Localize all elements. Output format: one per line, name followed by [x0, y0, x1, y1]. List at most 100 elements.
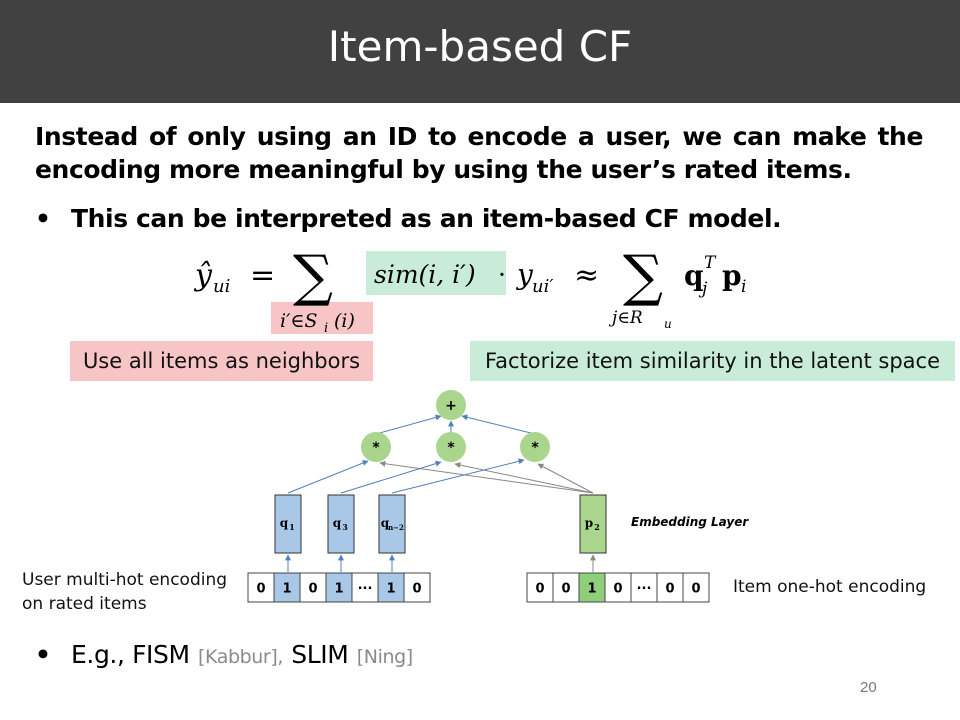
- user-vector: 0 1 0 1 ··· 1 0: [247, 572, 431, 603]
- user-vector-cell: [299, 572, 327, 603]
- bullet-dot-2: •: [35, 640, 51, 669]
- embedding-p2: [579, 494, 607, 554]
- embedding-qn: [378, 494, 406, 554]
- mult-node-2-label: *: [447, 440, 455, 456]
- item-vector-cell: [682, 572, 710, 603]
- intro-line-2: encoding more meaningful by using the us…: [35, 155, 852, 184]
- q-sub: j: [698, 279, 708, 299]
- callout-all-items: Use all items as neighbors: [70, 341, 373, 381]
- intro-paragraph: Instead of only using an ID to encode a …: [35, 120, 923, 186]
- slide-header: Item-based CF: [0, 0, 960, 103]
- examples-prefix: E.g.,: [71, 640, 133, 669]
- slide-title: Item-based CF: [327, 22, 633, 71]
- item-vector-cell-value: 1: [587, 582, 596, 597]
- embedding-q1-sub: 1: [289, 522, 295, 532]
- item-vector-cell-value: ···: [637, 582, 652, 597]
- user-vector-cell-value: 1: [282, 582, 291, 597]
- callout-factorize: Factorize item similarity in the latent …: [470, 341, 955, 381]
- formula-lhs-sub: ui: [213, 276, 230, 297]
- embedding-layer-label: Embedding Layer: [631, 515, 749, 529]
- arrow-p2-mult1: [379, 460, 594, 494]
- bullet-dot: •: [35, 204, 51, 233]
- item-vector-cell: [578, 572, 606, 603]
- item-encoding-label: Item one-hot encoding: [733, 577, 927, 597]
- user-vector-cell: [403, 572, 431, 603]
- sum-left: ∑: [293, 244, 333, 309]
- sub-right-u: u: [664, 317, 672, 331]
- fism-label: FISM: [132, 640, 190, 669]
- item-vector-cell: [526, 572, 554, 603]
- embedding-qn-label: q: [381, 516, 390, 530]
- user-vector-cell: [377, 572, 405, 603]
- embedding-q3-label: q: [333, 516, 342, 530]
- user-encoding-label-line2: on rated items: [22, 594, 147, 614]
- sum-right: ∑: [623, 244, 663, 309]
- p-sub: i: [741, 277, 746, 297]
- arrow-q3-mult2: [340, 460, 442, 494]
- sub-left: i′∈S: [280, 310, 317, 332]
- mult-node-1-label: *: [372, 440, 380, 456]
- slim-label: SLIM: [291, 640, 349, 669]
- embedding-q3: [327, 494, 355, 554]
- embedding-q3-sub: 3: [342, 522, 348, 532]
- arrow-p2-mult2: [454, 462, 594, 494]
- sum-node-label: +: [445, 398, 457, 414]
- user-vector-cell-value: ···: [358, 582, 373, 597]
- arrow-q1-mult1: [287, 460, 369, 494]
- formula-equals: =: [250, 258, 275, 293]
- embedding-p2-label: p: [585, 516, 593, 530]
- user-vector-cell-value: 0: [412, 582, 421, 597]
- item-vector-cell: [656, 572, 684, 603]
- user-vector-cell-value: 0: [256, 582, 265, 597]
- user-vector-cell: [325, 572, 353, 603]
- q-sup: T: [704, 253, 717, 273]
- arrow-p2-mult3: [537, 463, 594, 494]
- y-term-sub: ui′: [532, 276, 553, 297]
- item-vector: 0 0 1 0 ··· 0 0: [526, 572, 710, 603]
- item-vector-cell: [604, 572, 632, 603]
- approx-sign: ≈: [574, 258, 599, 293]
- arrow-mult3-sum: [461, 414, 536, 435]
- intro-line-1: Instead of only using an ID to encode a …: [35, 122, 923, 151]
- embedding-p2-sub: 2: [594, 522, 600, 532]
- embedding-qn-sub: n−2: [388, 523, 404, 532]
- p-term: p: [722, 259, 742, 292]
- user-encoding-label-line1: User multi-hot encoding: [22, 570, 228, 590]
- user-vector-cell: [273, 572, 301, 603]
- item-vector-cell-value: 0: [561, 582, 570, 597]
- item-vector-cell: [630, 572, 658, 603]
- bullet-examples-text: E.g., FISM [Kabbur], SLIM [Ning]: [71, 640, 413, 669]
- sum-node: [436, 390, 466, 420]
- arrow-qn-mult3: [391, 458, 525, 494]
- slim-ref: [Ning]: [356, 646, 413, 668]
- bullet-text: This can be interpreted as an item-based…: [71, 204, 782, 233]
- index-set-highlight: [271, 302, 373, 334]
- embedding-q1-label: q: [280, 516, 289, 530]
- sub-left-paren: (i): [334, 310, 355, 332]
- item-vector-cell-value: 0: [613, 582, 622, 597]
- embedding-q1: [274, 494, 302, 554]
- page-number: 20: [860, 679, 877, 696]
- sim-term: sim(i, i′): [374, 260, 476, 289]
- user-vector-cell: [247, 572, 275, 603]
- arrow-mult1-sum: [375, 414, 442, 435]
- mult-node-2: [436, 432, 466, 462]
- formula-lhs: ŷ: [193, 258, 213, 293]
- item-vector-cell-value: 0: [665, 582, 674, 597]
- fism-ref: [Kabbur],: [197, 646, 283, 668]
- sim-highlight: [366, 251, 506, 295]
- user-vector-cell-value: 0: [308, 582, 317, 597]
- mult-node-1: [361, 432, 391, 462]
- user-vector-cell-value: 1: [334, 582, 343, 597]
- mult-node-3: [520, 432, 550, 462]
- item-vector-cell: [552, 572, 580, 603]
- sub-right: j∈R: [608, 308, 643, 328]
- item-vector-cell-value: 0: [691, 582, 700, 597]
- q-term: q: [684, 259, 704, 292]
- user-vector-cell-value: 1: [386, 582, 395, 597]
- y-term: y: [515, 258, 534, 291]
- user-vector-cell: [351, 572, 379, 603]
- user-encoding-label: User multi-hot encoding on rated items: [22, 568, 227, 616]
- mult-node-3-label: *: [531, 440, 539, 456]
- item-vector-cell-value: 0: [535, 582, 544, 597]
